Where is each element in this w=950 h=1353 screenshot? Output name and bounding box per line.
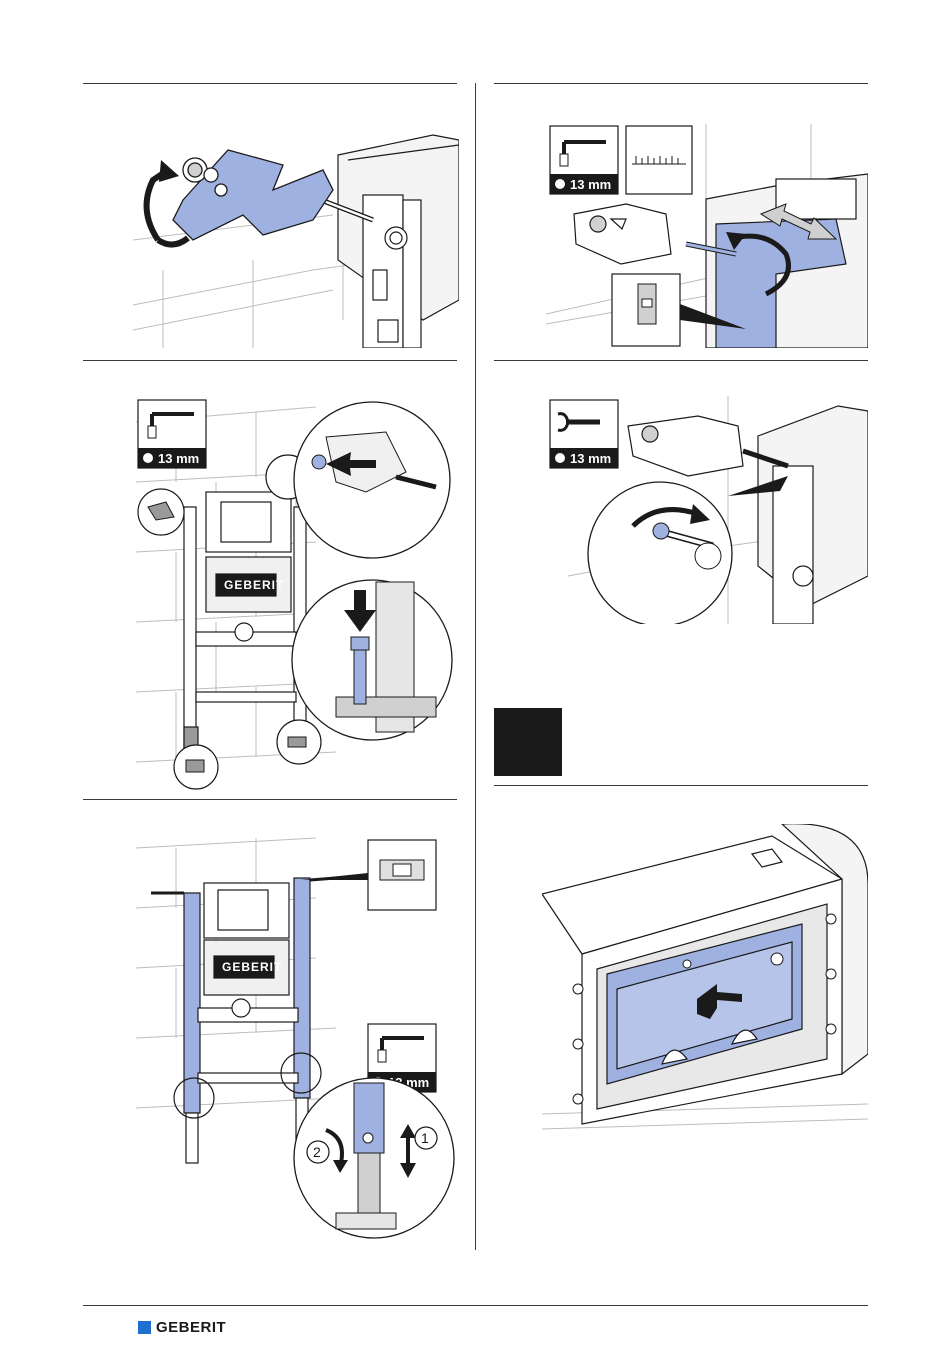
- panel-inspection-opening: [542, 824, 868, 1144]
- panel-height-adjust: GEBERIT 13 mm: [136, 828, 458, 1244]
- level-detail-box: [301, 840, 436, 910]
- frame-brand-label-2: GEBERIT: [222, 960, 282, 974]
- rule-right-top: [494, 83, 868, 84]
- panel-adjust-level: 13 mm: [546, 124, 868, 348]
- brand-square-icon: [138, 1321, 151, 1334]
- socket-size-label-4: 13 mm: [570, 451, 611, 466]
- rule-left-top: [83, 83, 457, 84]
- step-badge-1-number: 1: [421, 1130, 429, 1146]
- column-divider: [475, 83, 476, 1250]
- panel-frame-fixing: 13 mm GEBERIT: [136, 392, 458, 790]
- socket-size-label-3: 13 mm: [158, 451, 199, 466]
- rule-footer: [83, 1305, 868, 1306]
- panel-wrench-tighten: 13 mm: [548, 396, 868, 624]
- frame-brand-label-1: GEBERIT: [224, 578, 284, 592]
- rule-right-mid1: [494, 360, 868, 361]
- step-badge-2-number: 2: [313, 1144, 321, 1160]
- footer-brand: GEBERIT: [138, 1319, 226, 1336]
- socket-size-label-2: 13 mm: [570, 177, 611, 192]
- step-marker-block: [494, 708, 562, 776]
- footer-brand-name: GEBERIT: [156, 1319, 226, 1336]
- rule-right-mid2: [494, 785, 868, 786]
- rule-left-mid2: [83, 799, 457, 800]
- rule-left-mid1: [83, 360, 457, 361]
- panel-bracket-rotate: [133, 120, 459, 348]
- spirit-level-icon: [626, 126, 692, 194]
